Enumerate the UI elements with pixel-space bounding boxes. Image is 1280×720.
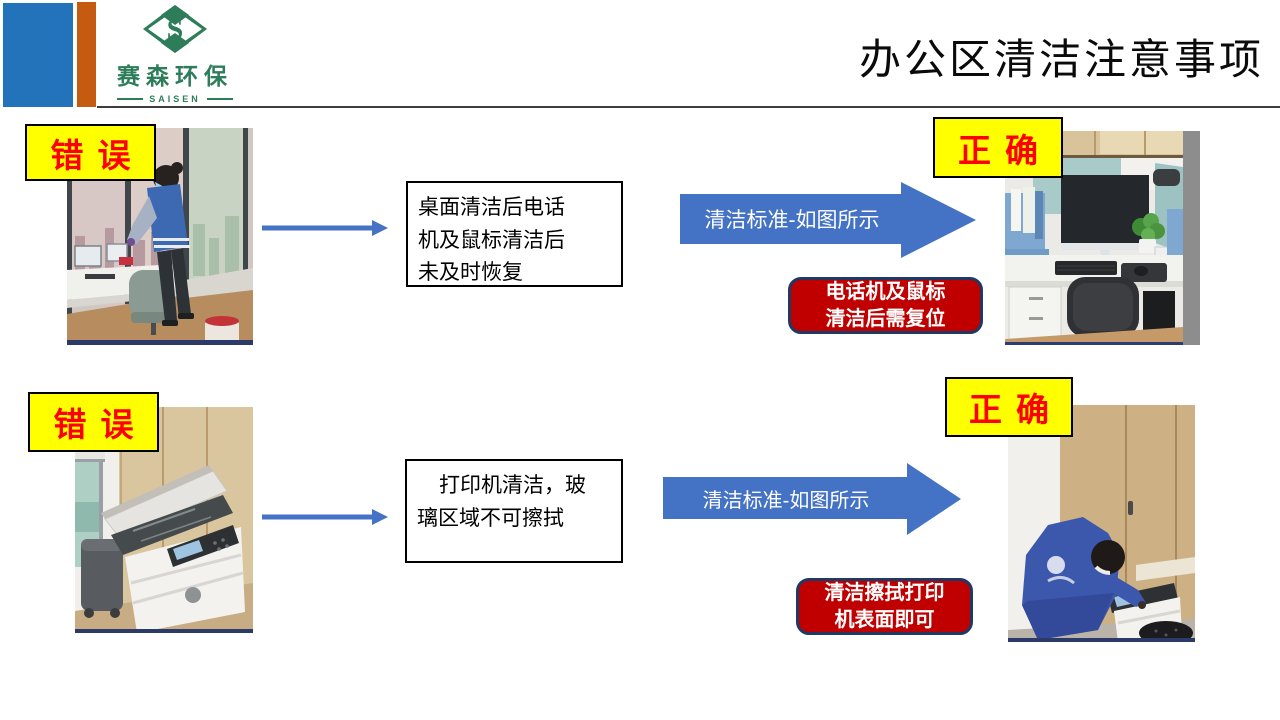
- photo-desk-cleaning-wrong: [67, 128, 253, 345]
- block-arrow-right-icon: [663, 463, 961, 535]
- problem-textbox-row2: 打印机清洁，玻 璃区域不可擦拭: [405, 459, 623, 563]
- header-divider: [97, 106, 1280, 108]
- right-edge-strip: [1183, 131, 1200, 345]
- correct-label-row1: 正确: [933, 117, 1063, 178]
- logo-subtitle-row: SAISEN: [117, 94, 233, 104]
- left-orange-bar: [77, 2, 96, 107]
- saisen-logo-icon: S: [143, 5, 207, 53]
- wrong-label-row2: 错误: [28, 392, 159, 452]
- standard-arrow-label-row2: 清洁标准-如图所示: [702, 489, 870, 512]
- flow-arrow-icon-row1: [262, 220, 388, 236]
- logo-rule-right: [206, 98, 233, 100]
- correct-label-row2: 正确: [945, 377, 1073, 437]
- tip-box-row2: 清洁擦拭打印 机表面即可: [796, 578, 973, 635]
- tip-text-row1: 电话机及鼠标 清洁后需复位: [825, 280, 946, 330]
- standard-arrow-row1: 清洁标准-如图所示: [680, 180, 978, 260]
- tip-box-row1: 电话机及鼠标 清洁后需复位: [788, 277, 983, 334]
- wrong-label-row1: 错误: [25, 124, 156, 181]
- block-arrow-right-icon: [680, 182, 976, 258]
- logo-rule-left: [117, 98, 144, 100]
- logo-subtitle: SAISEN: [149, 94, 201, 104]
- flow-arrow-icon-row2: [262, 509, 388, 525]
- logo-name: 赛森环保: [117, 63, 233, 89]
- standard-arrow-row2: 清洁标准-如图所示: [663, 461, 963, 537]
- left-blue-bar: [3, 3, 73, 107]
- slide-title: 办公区清洁注意事项: [858, 38, 1264, 84]
- standard-arrow-label-row1: 清洁标准-如图所示: [704, 209, 880, 232]
- svg-text:S: S: [167, 13, 184, 46]
- company-logo: S 赛森环保 SAISEN: [100, 5, 250, 104]
- problem-textbox-row1: 桌面清洁后电话 机及鼠标清洁后 未及时恢复: [406, 181, 623, 287]
- photo-printer-wipe-correct: [1008, 405, 1195, 642]
- tip-text-row2: 清洁擦拭打印 机表面即可: [824, 581, 945, 631]
